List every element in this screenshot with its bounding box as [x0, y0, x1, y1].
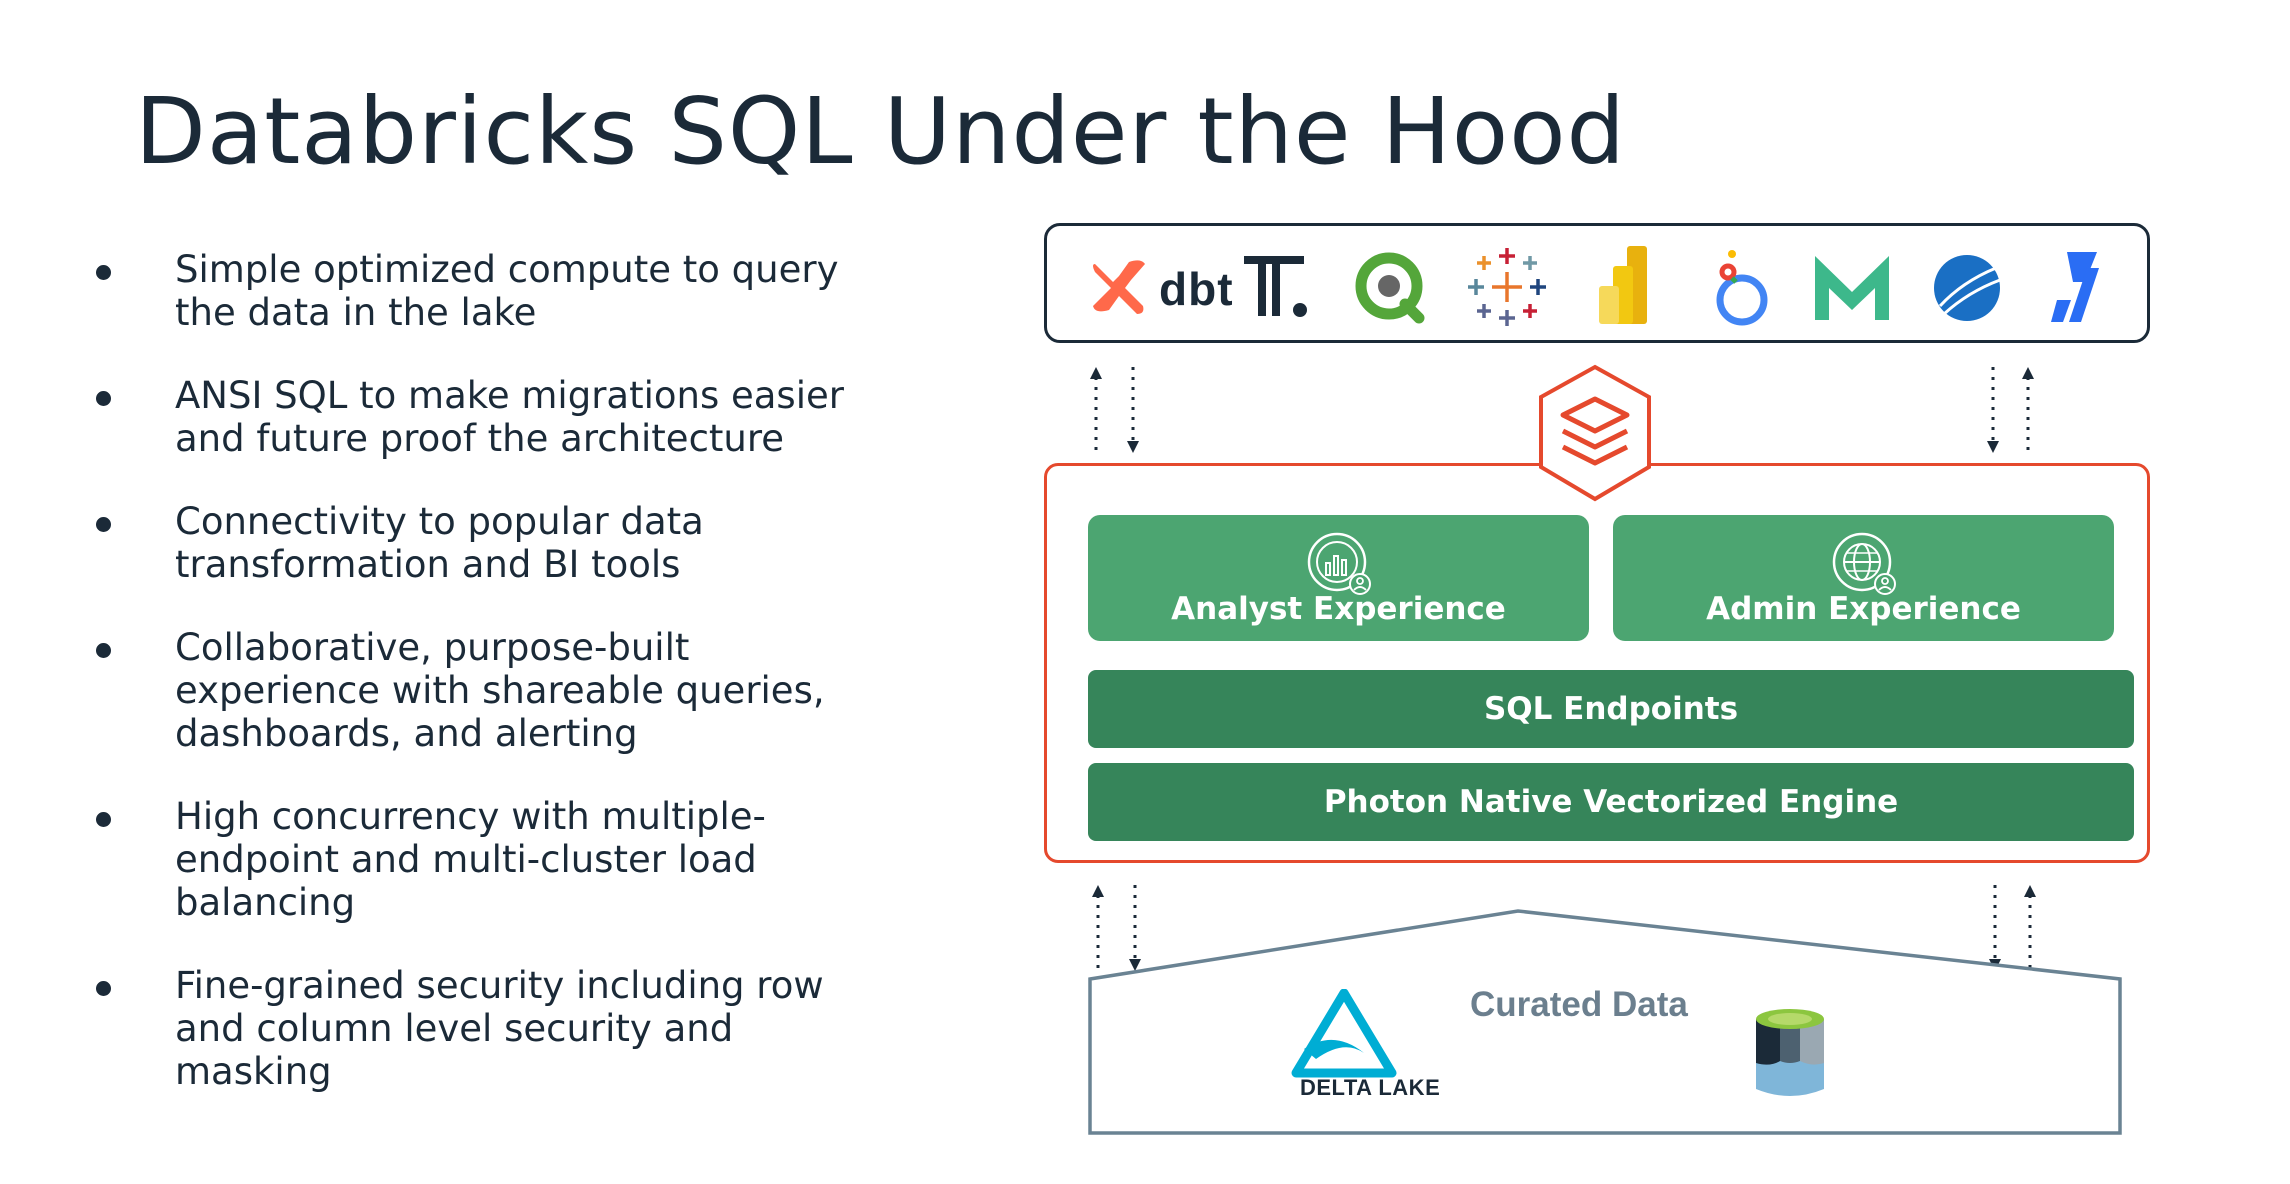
- analyst-experience-label: Analyst Experience: [1171, 591, 1506, 627]
- bullet-dot: [96, 391, 111, 406]
- bullet-dot: [96, 643, 111, 658]
- bullet-item: Connectivity to popular data transformat…: [90, 500, 890, 586]
- admin-experience-label: Admin Experience: [1706, 591, 2021, 627]
- analytics-icon: [1307, 532, 1371, 595]
- bullet-item: ANSI SQL to make migrations easier and f…: [90, 374, 890, 460]
- tableau-icon: [1462, 242, 1552, 332]
- arrow-down-icon: [1987, 367, 1999, 453]
- delta-lake-label: DELTA LAKE: [1300, 1075, 1441, 1100]
- page-title: Databricks SQL Under the Hood: [135, 78, 1626, 185]
- bullet-dot: [96, 265, 111, 280]
- bullet-text: Simple optimized compute to query the da…: [175, 248, 839, 334]
- arrow-up-icon: [2022, 367, 2034, 453]
- databricks-logo-icon: [1539, 364, 1651, 502]
- arrow-down-icon: [1129, 885, 1141, 971]
- bullet-text: ANSI SQL to make migrations easier and f…: [175, 374, 844, 460]
- bullet-text: Connectivity to popular data transformat…: [175, 500, 704, 586]
- arrow-up-icon: [1090, 367, 1102, 453]
- thoughtspot-icon: [1232, 242, 1322, 332]
- bullet-item: Collaborative, purpose-built experience …: [90, 626, 890, 755]
- bullet-item: Simple optimized compute to query the da…: [90, 248, 890, 334]
- power-bi-icon: [1577, 242, 1667, 332]
- bullet-item: High concurrency with multiple-endpoint …: [90, 795, 890, 924]
- photon-engine-bar: Photon Native Vectorized Engine: [1088, 763, 2134, 841]
- bullet-text: Collaborative, purpose-built experience …: [175, 626, 825, 755]
- architecture-diagram: dbt: [1030, 215, 2210, 1145]
- bi-tools-box: dbt: [1044, 223, 2150, 343]
- bullet-dot: [96, 812, 111, 827]
- data-lake-house-shape: [1088, 909, 2122, 1135]
- looker-icon: [1692, 242, 1782, 332]
- arrow-up-icon: [2024, 885, 2036, 971]
- mode-icon: [1807, 242, 1897, 332]
- globe-user-icon: [1832, 532, 1896, 595]
- sigma-icon: [2037, 242, 2127, 332]
- dbt-logo: dbt: [1067, 242, 1237, 332]
- delta-lake-icon: [1291, 989, 1397, 1078]
- sql-endpoints-bar: SQL Endpoints: [1088, 670, 2134, 748]
- dbt-label: dbt: [1159, 263, 1234, 315]
- qlik-icon: [1347, 242, 1437, 332]
- bullet-text: High concurrency with multiple-endpoint …: [175, 795, 766, 924]
- bullet-text: Fine-grained security including row and …: [175, 964, 824, 1093]
- bullet-dot: [96, 981, 111, 996]
- arrow-up-icon: [1092, 885, 1104, 971]
- storage-bucket-icon: [1756, 1009, 1824, 1096]
- dbt-icon: [1093, 260, 1145, 314]
- arrow-down-icon: [1127, 367, 1139, 453]
- analyst-experience-box: Analyst Experience: [1088, 515, 1589, 641]
- bullet-list: Simple optimized compute to query the da…: [90, 248, 890, 1133]
- curated-data-label: Curated Data: [1470, 985, 1688, 1024]
- bullet-dot: [96, 517, 111, 532]
- microstrategy-icon: [1922, 242, 2012, 332]
- bullet-item: Fine-grained security including row and …: [90, 964, 890, 1093]
- admin-experience-box: Admin Experience: [1613, 515, 2114, 641]
